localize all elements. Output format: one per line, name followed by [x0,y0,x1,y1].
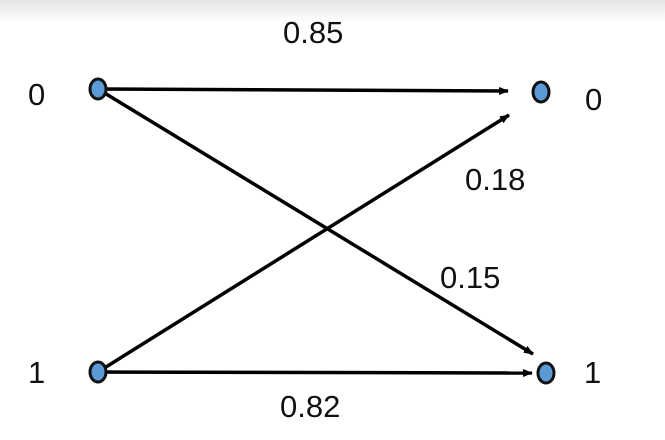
edge-label-1-to-0: 0.18 [465,162,525,197]
output-node-0 [531,80,551,104]
edge-1-to-1 [97,368,533,377]
input-label-0: 0 [28,77,45,112]
edge-label-0-to-1: 0.15 [440,260,500,295]
edge-label-0-to-0: 0.85 [283,15,343,50]
input-node-0 [88,77,108,101]
input-node-1 [88,360,108,384]
edge-label-1-to-1: 0.82 [280,389,340,424]
edge-0-to-1 [97,87,534,356]
edge-0-to-0 [97,86,509,95]
edge-1-to-0 [97,113,510,374]
top-shade [0,0,665,22]
output-label-0: 0 [585,82,602,117]
output-label-1: 1 [584,355,601,390]
output-node-1 [536,361,556,385]
input-label-1: 1 [28,355,45,390]
